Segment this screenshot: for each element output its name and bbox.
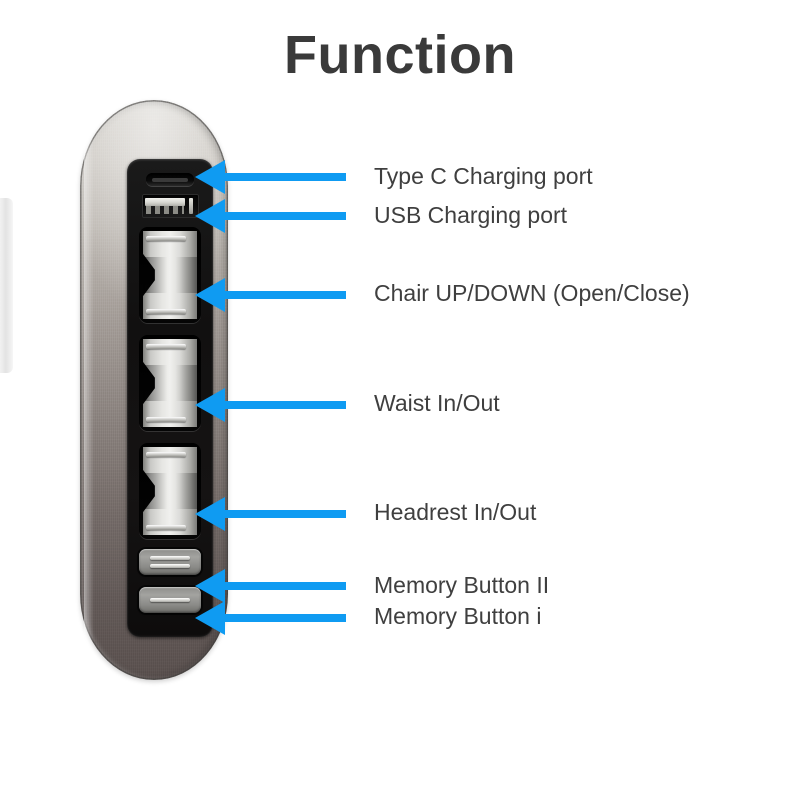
rocker-ridge-top: [146, 236, 186, 241]
usb-c-tongue: [152, 177, 188, 182]
left-arrow-icon: [195, 601, 225, 635]
two-bars-icon: [150, 556, 190, 560]
callout-label-headrest-in-out: Headrest In/Out: [374, 499, 537, 525]
rocker-ridge-bottom: [146, 309, 186, 314]
callout-label-memory-button-i: Memory Button i: [374, 603, 542, 629]
usb-a-pins: [146, 206, 184, 214]
usb-a-contact-block: [145, 198, 185, 206]
callout-leader-line: [224, 291, 346, 299]
callout-label-chair-up-down: Chair UP/DOWN (Open/Close): [374, 280, 690, 306]
left-arrow-icon: [195, 497, 225, 531]
usb-a-right-post: [189, 198, 193, 214]
left-arrow-icon: [195, 569, 225, 603]
rocker-switch-chair-up-down[interactable]: [139, 227, 201, 323]
callout-leader-line: [224, 614, 346, 622]
rocker-switch-icon: [143, 231, 197, 319]
rocker-switch-icon: [143, 339, 197, 427]
callout-leader-line: [224, 510, 346, 518]
rocker-ridge-top: [146, 452, 186, 457]
memory-button-i[interactable]: [139, 587, 201, 613]
adjacent-object-edge: [0, 198, 13, 373]
usb-a-port-icon[interactable]: [142, 194, 199, 218]
left-arrow-icon: [195, 199, 225, 233]
callout-leader-line: [224, 173, 346, 181]
callout-label-waist-in-out: Waist In/Out: [374, 390, 500, 416]
page-title: Function: [284, 25, 516, 85]
callout-leader-line: [224, 582, 346, 590]
callout-label-usb-charging-port: USB Charging port: [374, 202, 568, 228]
callout-label-type-c-charging-port: Type C Charging port: [374, 163, 593, 189]
rocker-switch-icon: [143, 447, 197, 535]
left-arrow-icon: [195, 278, 225, 312]
callout-label-memory-button-ii: Memory Button II: [374, 572, 550, 598]
rocker-ridge-top: [146, 344, 186, 349]
rocker-switch-headrest-in-out[interactable]: [139, 443, 201, 539]
left-arrow-icon: [195, 388, 225, 422]
memory-button-ii[interactable]: [139, 549, 201, 575]
rocker-switch-waist-in-out[interactable]: [139, 335, 201, 431]
rocker-ridge-bottom: [146, 525, 186, 530]
two-bars-icon-second: [150, 564, 190, 568]
one-bar-icon: [150, 598, 190, 602]
usb-c-port-icon[interactable]: [146, 173, 194, 186]
callout-leader-line: [224, 212, 346, 220]
callout-leader-line: [224, 401, 346, 409]
left-arrow-icon: [195, 160, 225, 194]
rocker-ridge-bottom: [146, 417, 186, 422]
